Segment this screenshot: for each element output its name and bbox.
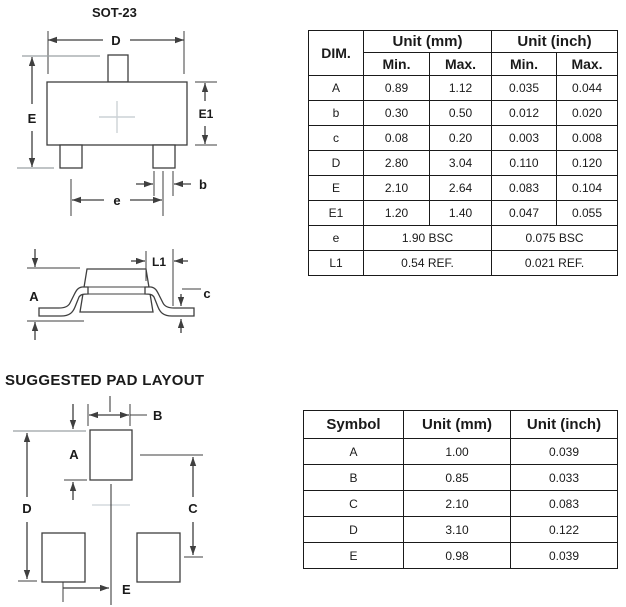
center-cross: [99, 101, 135, 133]
dim-E1: [195, 81, 217, 146]
dim-C-pad: [140, 454, 203, 558]
col-header-unit-inch: Unit (inch): [510, 410, 618, 439]
label-A-pad: A: [69, 447, 79, 462]
col-header-unit-mm: Unit (mm): [363, 30, 492, 53]
col-header-min-mm: Min.: [363, 52, 430, 76]
pad-top: [89, 429, 133, 481]
bottom-lead-right: [152, 144, 176, 169]
side-body: [79, 268, 154, 313]
dim-D: [47, 31, 185, 74]
dim-D-pad: [18, 433, 37, 582]
gullwing-lead-right: [144, 286, 195, 317]
label-E: E: [28, 111, 37, 126]
dim-E: [17, 55, 100, 169]
label-E-pad: E: [122, 582, 131, 597]
dim-L1: [131, 249, 188, 306]
dim-b: [136, 171, 191, 196]
label-B-pad: B: [153, 408, 162, 423]
dim-A-pad: [13, 404, 87, 500]
col-header-max-mm: Max.: [429, 52, 492, 76]
pad-layout-drawing: B A D C E: [13, 396, 203, 605]
package-title: SOT-23: [92, 5, 137, 20]
table-row: e 1.90 BSC 0.075 BSC: [308, 225, 618, 251]
label-b: b: [199, 177, 207, 192]
label-e: e: [113, 193, 120, 208]
dimension-table: DIM. Unit (mm) Unit (inch) Min. Max. Min…: [308, 30, 618, 276]
package-side-view-drawing: A L1 c: [27, 249, 211, 340]
dim-c: [177, 288, 201, 333]
label-D-pad: D: [22, 501, 31, 516]
col-header-max-in: Max.: [556, 52, 618, 76]
label-E1: E1: [199, 107, 214, 121]
col-header-dim: DIM.: [308, 30, 364, 76]
label-C-pad: C: [188, 501, 198, 516]
pad-layout-heading: SUGGESTED PAD LAYOUT: [5, 372, 205, 389]
col-header-unit-mm: Unit (mm): [403, 410, 511, 439]
label-c: c: [203, 286, 210, 301]
pad-bottom-right: [136, 532, 181, 583]
label-D: D: [111, 33, 120, 48]
dim-E-pad: [62, 582, 109, 602]
label-A-side: A: [29, 289, 39, 304]
top-lead: [107, 54, 129, 83]
dim-A-side: [27, 249, 84, 340]
pad-bottom-left: [41, 532, 86, 583]
dim-e: [70, 171, 164, 216]
col-header-symbol: Symbol: [303, 410, 404, 439]
package-top-view-drawing: D E E1 b e: [17, 31, 217, 216]
table-row: L1 0.54 REF. 0.021 REF.: [308, 250, 618, 276]
gullwing-lead-left: [38, 286, 89, 317]
col-header-min-in: Min.: [491, 52, 557, 76]
col-header-unit-inch: Unit (inch): [491, 30, 618, 53]
bottom-lead-left: [59, 144, 83, 169]
label-L1: L1: [152, 255, 166, 269]
dim-B-pad: [87, 404, 147, 426]
